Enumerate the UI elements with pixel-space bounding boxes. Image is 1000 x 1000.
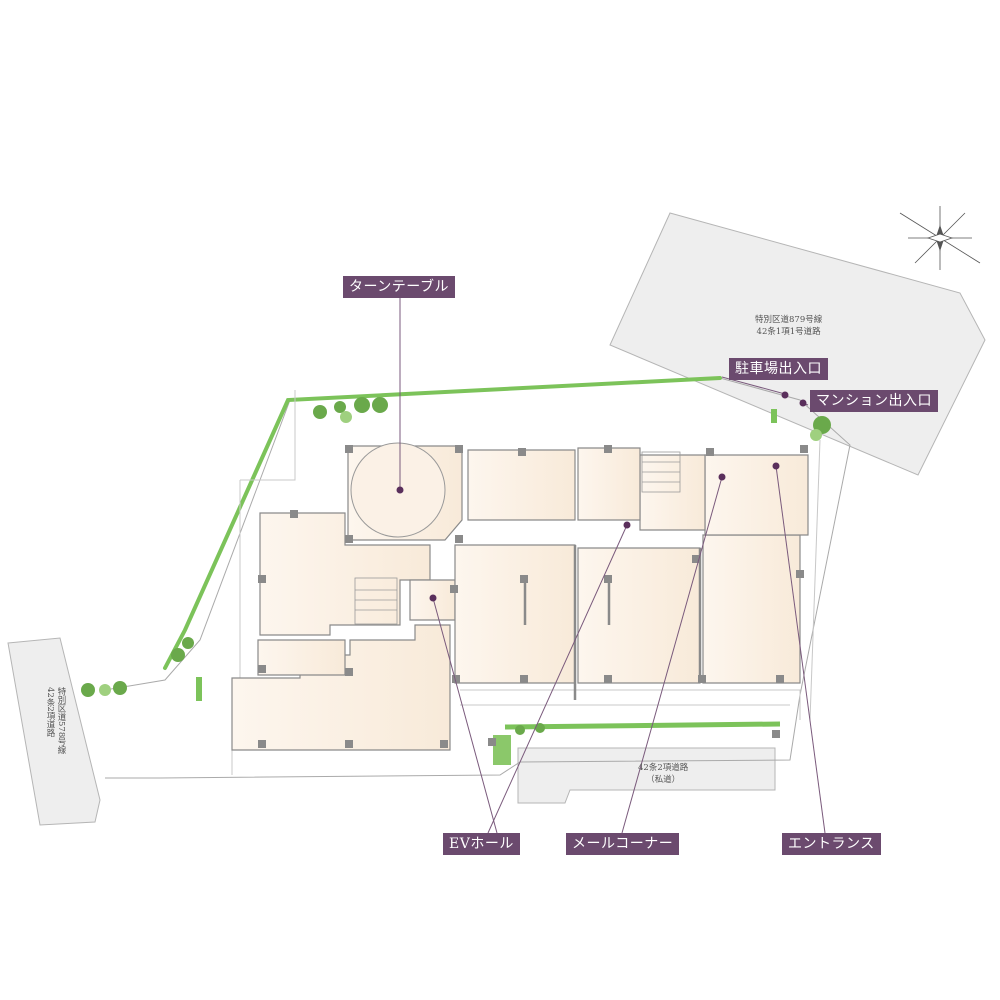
hedge-east-small (771, 409, 777, 423)
hedge-south (504, 721, 781, 730)
room-north-central (467, 449, 576, 521)
marker-ev-hall-2 (623, 521, 631, 529)
road-west (7, 637, 101, 826)
road-label-northeast: 特別区道879号線 42条1項1号道路 (755, 314, 822, 338)
room-south-1 (454, 544, 576, 684)
road-label-south: 42条2項道路 （私道） (638, 762, 688, 786)
road-label-west-line1: 特別区道578号線 (56, 687, 66, 755)
road-label-south-line2: （私道） (646, 775, 681, 785)
road-label-northeast-line1: 特別区道879号線 (755, 315, 823, 325)
marker-parking-entrance (781, 391, 789, 399)
road-label-south-line1: 42条2項道路 (638, 763, 689, 773)
hedge-south-left (493, 735, 511, 765)
leader-lines (399, 298, 826, 834)
label-mail-corner: メールコーナー (566, 833, 680, 855)
staircases (354, 451, 681, 625)
marker-turntable (396, 486, 404, 494)
road-label-northeast-line2: 42条1項1号道路 (756, 327, 821, 337)
walkway-lines (231, 390, 821, 775)
marker-ev-hall (429, 594, 437, 602)
label-parking-entrance: 駐車場出入口 (729, 358, 828, 380)
room-west-middle (257, 639, 346, 676)
north-compass-icon (899, 206, 981, 270)
trees (81, 397, 831, 735)
label-turntable: ターンテーブル (343, 276, 455, 298)
road-label-west-line2: 42条2項道路 (45, 687, 55, 738)
label-ev-hall: EVホール (443, 833, 520, 855)
marker-mail-corner (718, 473, 726, 481)
road-label-west: 特別区道578号線 42条2項道路 (44, 687, 66, 754)
partition-walls (523, 545, 702, 700)
hedge-west-small (196, 677, 202, 701)
marker-entrance (772, 462, 780, 470)
room-northwest (259, 512, 431, 636)
location-markers (396, 391, 807, 602)
site-boundary (104, 377, 851, 779)
entrance-hall (704, 454, 809, 536)
road-northeast (609, 212, 986, 476)
mail-corner-room (639, 454, 706, 531)
marker-mansion-entrance (799, 399, 807, 407)
label-entrance: エントランス (782, 833, 881, 855)
room-south-3 (702, 534, 801, 684)
room-south-2 (577, 547, 701, 684)
building-rooms (231, 445, 809, 751)
room-center-north (577, 447, 641, 521)
label-mansion-entrance: マンション出入口 (810, 390, 938, 412)
